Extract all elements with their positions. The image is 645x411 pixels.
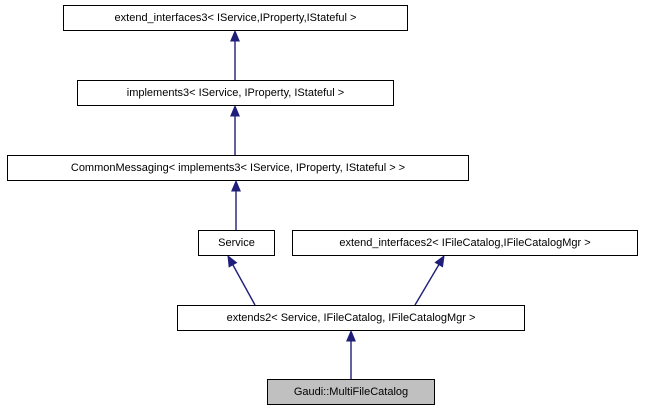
inheritance-arrow bbox=[231, 179, 241, 230]
inheritance-arrow bbox=[230, 29, 240, 80]
class-node-label: implements3< IService, IProperty, IState… bbox=[126, 86, 345, 99]
class-node-label: Service bbox=[218, 236, 255, 249]
class-node-extend-interfaces2[interactable]: extend_interfaces2< IFileCatalog,IFileCa… bbox=[292, 230, 638, 256]
inheritance-arrow bbox=[227, 254, 256, 306]
class-node-label: extend_interfaces3< IService,IProperty,I… bbox=[114, 11, 357, 24]
inheritance-arrow bbox=[230, 104, 240, 155]
class-node-label: Gaudi::MultiFileCatalog bbox=[293, 385, 409, 398]
class-node-commonmessaging[interactable]: CommonMessaging< implements3< IService, … bbox=[7, 155, 469, 181]
inheritance-arrow bbox=[346, 329, 356, 379]
class-node-extend-interfaces3[interactable]: extend_interfaces3< IService,IProperty,I… bbox=[63, 5, 408, 31]
class-node-gaudi-multifilecatalog[interactable]: Gaudi::MultiFileCatalog bbox=[267, 379, 435, 405]
class-node-label: CommonMessaging< implements3< IService, … bbox=[70, 161, 406, 174]
class-node-label: extends2< Service, IFileCatalog, IFileCa… bbox=[226, 311, 476, 324]
class-node-extends2[interactable]: extends2< Service, IFileCatalog, IFileCa… bbox=[177, 305, 525, 331]
inheritance-arrow bbox=[414, 254, 445, 306]
class-node-implements3[interactable]: implements3< IService, IProperty, IState… bbox=[77, 80, 394, 106]
class-node-service[interactable]: Service bbox=[198, 230, 275, 256]
class-node-label: extend_interfaces2< IFileCatalog,IFileCa… bbox=[339, 236, 591, 249]
